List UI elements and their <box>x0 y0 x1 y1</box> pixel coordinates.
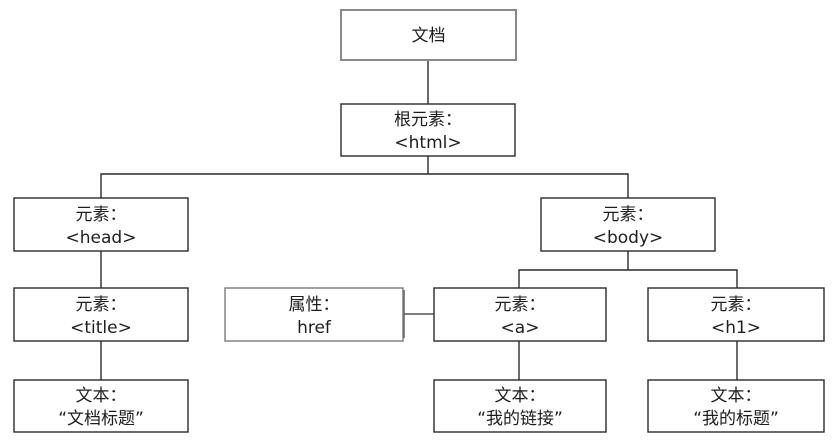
node-title-text: 文本： “文档标题” <box>13 379 189 433</box>
node-root-html-line-2: <html> <box>394 133 461 153</box>
edge-body-h1 <box>628 269 738 288</box>
edge-body-a <box>518 251 629 288</box>
node-h1-line-1: 元素： <box>711 295 762 315</box>
node-title: 元素： <title> <box>13 287 189 342</box>
node-title-text-line-2: “文档标题” <box>58 409 144 429</box>
node-h1-line-2: <h1> <box>711 318 761 338</box>
node-h1-text-line-2: “我的标题” <box>693 409 779 429</box>
node-a-text-line-2: “我的链接” <box>477 409 563 429</box>
tree-edges <box>100 60 738 380</box>
edge-root-head <box>100 156 429 198</box>
node-title-line-1: 元素： <box>76 295 127 315</box>
node-head-line-2: <head> <box>66 228 137 248</box>
node-root-html-line-1: 根元素： <box>394 110 462 130</box>
edge-root-body <box>428 173 629 198</box>
node-root-html: 根元素： <html> <box>340 103 516 157</box>
node-head-line-1: 元素： <box>76 205 127 225</box>
node-a-text: 文本： “我的链接” <box>433 379 607 433</box>
node-title-text-line-1: 文本： <box>76 386 127 406</box>
node-attribute-line-2: href <box>297 318 332 338</box>
node-document: 文档 <box>340 9 517 61</box>
node-a-text-line-1: 文本： <box>495 386 546 406</box>
node-body-line-2: <body> <box>593 228 664 248</box>
node-attribute-href: 属性： href <box>224 287 404 342</box>
edge-a-attribute <box>403 290 434 315</box>
node-a-line-2: <a> <box>501 318 540 338</box>
node-h1-text: 文本： “我的标题” <box>647 379 825 433</box>
node-body: 元素： <body> <box>540 197 716 252</box>
node-a: 元素： <a> <box>433 287 607 342</box>
node-body-line-1: 元素： <box>603 205 654 225</box>
node-a-line-1: 元素： <box>495 295 546 315</box>
node-document-line-1: 文档 <box>412 26 446 46</box>
node-title-line-2: <title> <box>70 318 132 338</box>
node-attribute-line-1: 属性： <box>289 295 340 315</box>
node-h1: 元素： <h1> <box>647 287 825 342</box>
node-head: 元素： <head> <box>13 197 189 252</box>
node-h1-text-line-1: 文本： <box>711 386 762 406</box>
